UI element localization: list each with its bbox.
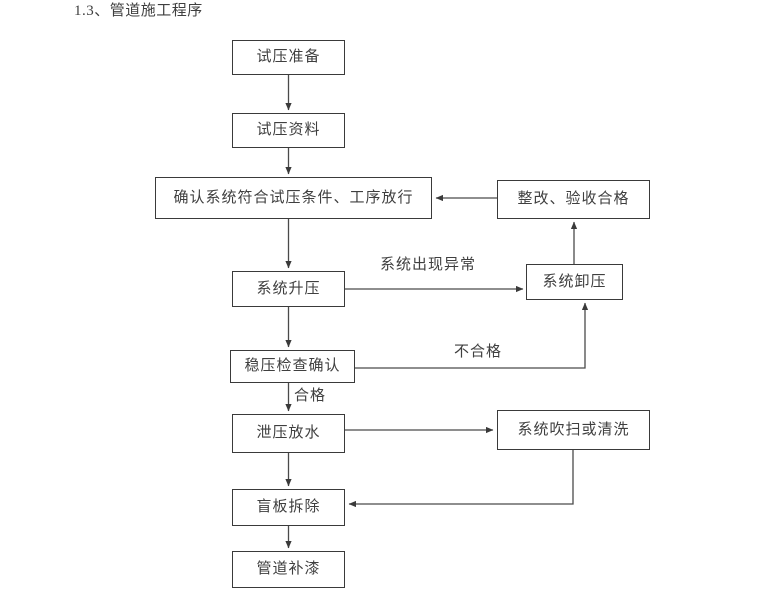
node-guandao-buqi[interactable]: 管道补漆 (232, 551, 345, 588)
edge-chuisao-to-mangban (348, 450, 574, 508)
node-label: 确认系统符合试压条件、工序放行 (173, 189, 414, 206)
node-xitong-shengya[interactable]: 系统升压 (232, 271, 345, 307)
edge-wenya-buhege-to-xieya (355, 302, 589, 369)
node-xieya-fangshui[interactable]: 泄压放水 (232, 414, 345, 453)
edge-label-buhege: 不合格 (452, 344, 505, 360)
edge-label-xitong-chuxian-yichang: 系统出现异常 (378, 257, 479, 273)
node-label: 系统卸压 (542, 273, 607, 290)
page-title: 1.3、管道施工程序 (74, 3, 203, 19)
node-label: 系统吹扫或清洗 (517, 421, 630, 438)
node-xitong-xieya[interactable]: 系统卸压 (526, 264, 623, 300)
node-label: 稳压检查确认 (244, 358, 341, 374)
node-queren-xitong-fuhe-shiya-tiaojian[interactable]: 确认系统符合试压条件、工序放行 (155, 177, 432, 219)
node-mangban-chaichu[interactable]: 盲板拆除 (232, 489, 345, 526)
node-wenya-jiancha-queren[interactable]: 稳压检查确认 (230, 350, 355, 383)
node-label: 试压资料 (256, 122, 321, 138)
edge-label-hege: 合格 (292, 388, 329, 404)
node-shiyazhunbei[interactable]: 试压准备 (232, 40, 345, 75)
node-zhenggai-yanshou-hege[interactable]: 整改、验收合格 (497, 180, 650, 219)
node-label: 盲板拆除 (256, 499, 321, 515)
node-label: 整改、验收合格 (517, 191, 630, 207)
node-shiyaziliao[interactable]: 试压资料 (232, 113, 345, 148)
node-label: 管道补漆 (256, 561, 321, 577)
node-xitong-chuisao-huo-qingxi[interactable]: 系统吹扫或清洗 (497, 410, 650, 450)
node-label: 泄压放水 (256, 425, 321, 441)
node-label: 试压准备 (256, 49, 321, 65)
node-label: 系统升压 (256, 280, 321, 297)
